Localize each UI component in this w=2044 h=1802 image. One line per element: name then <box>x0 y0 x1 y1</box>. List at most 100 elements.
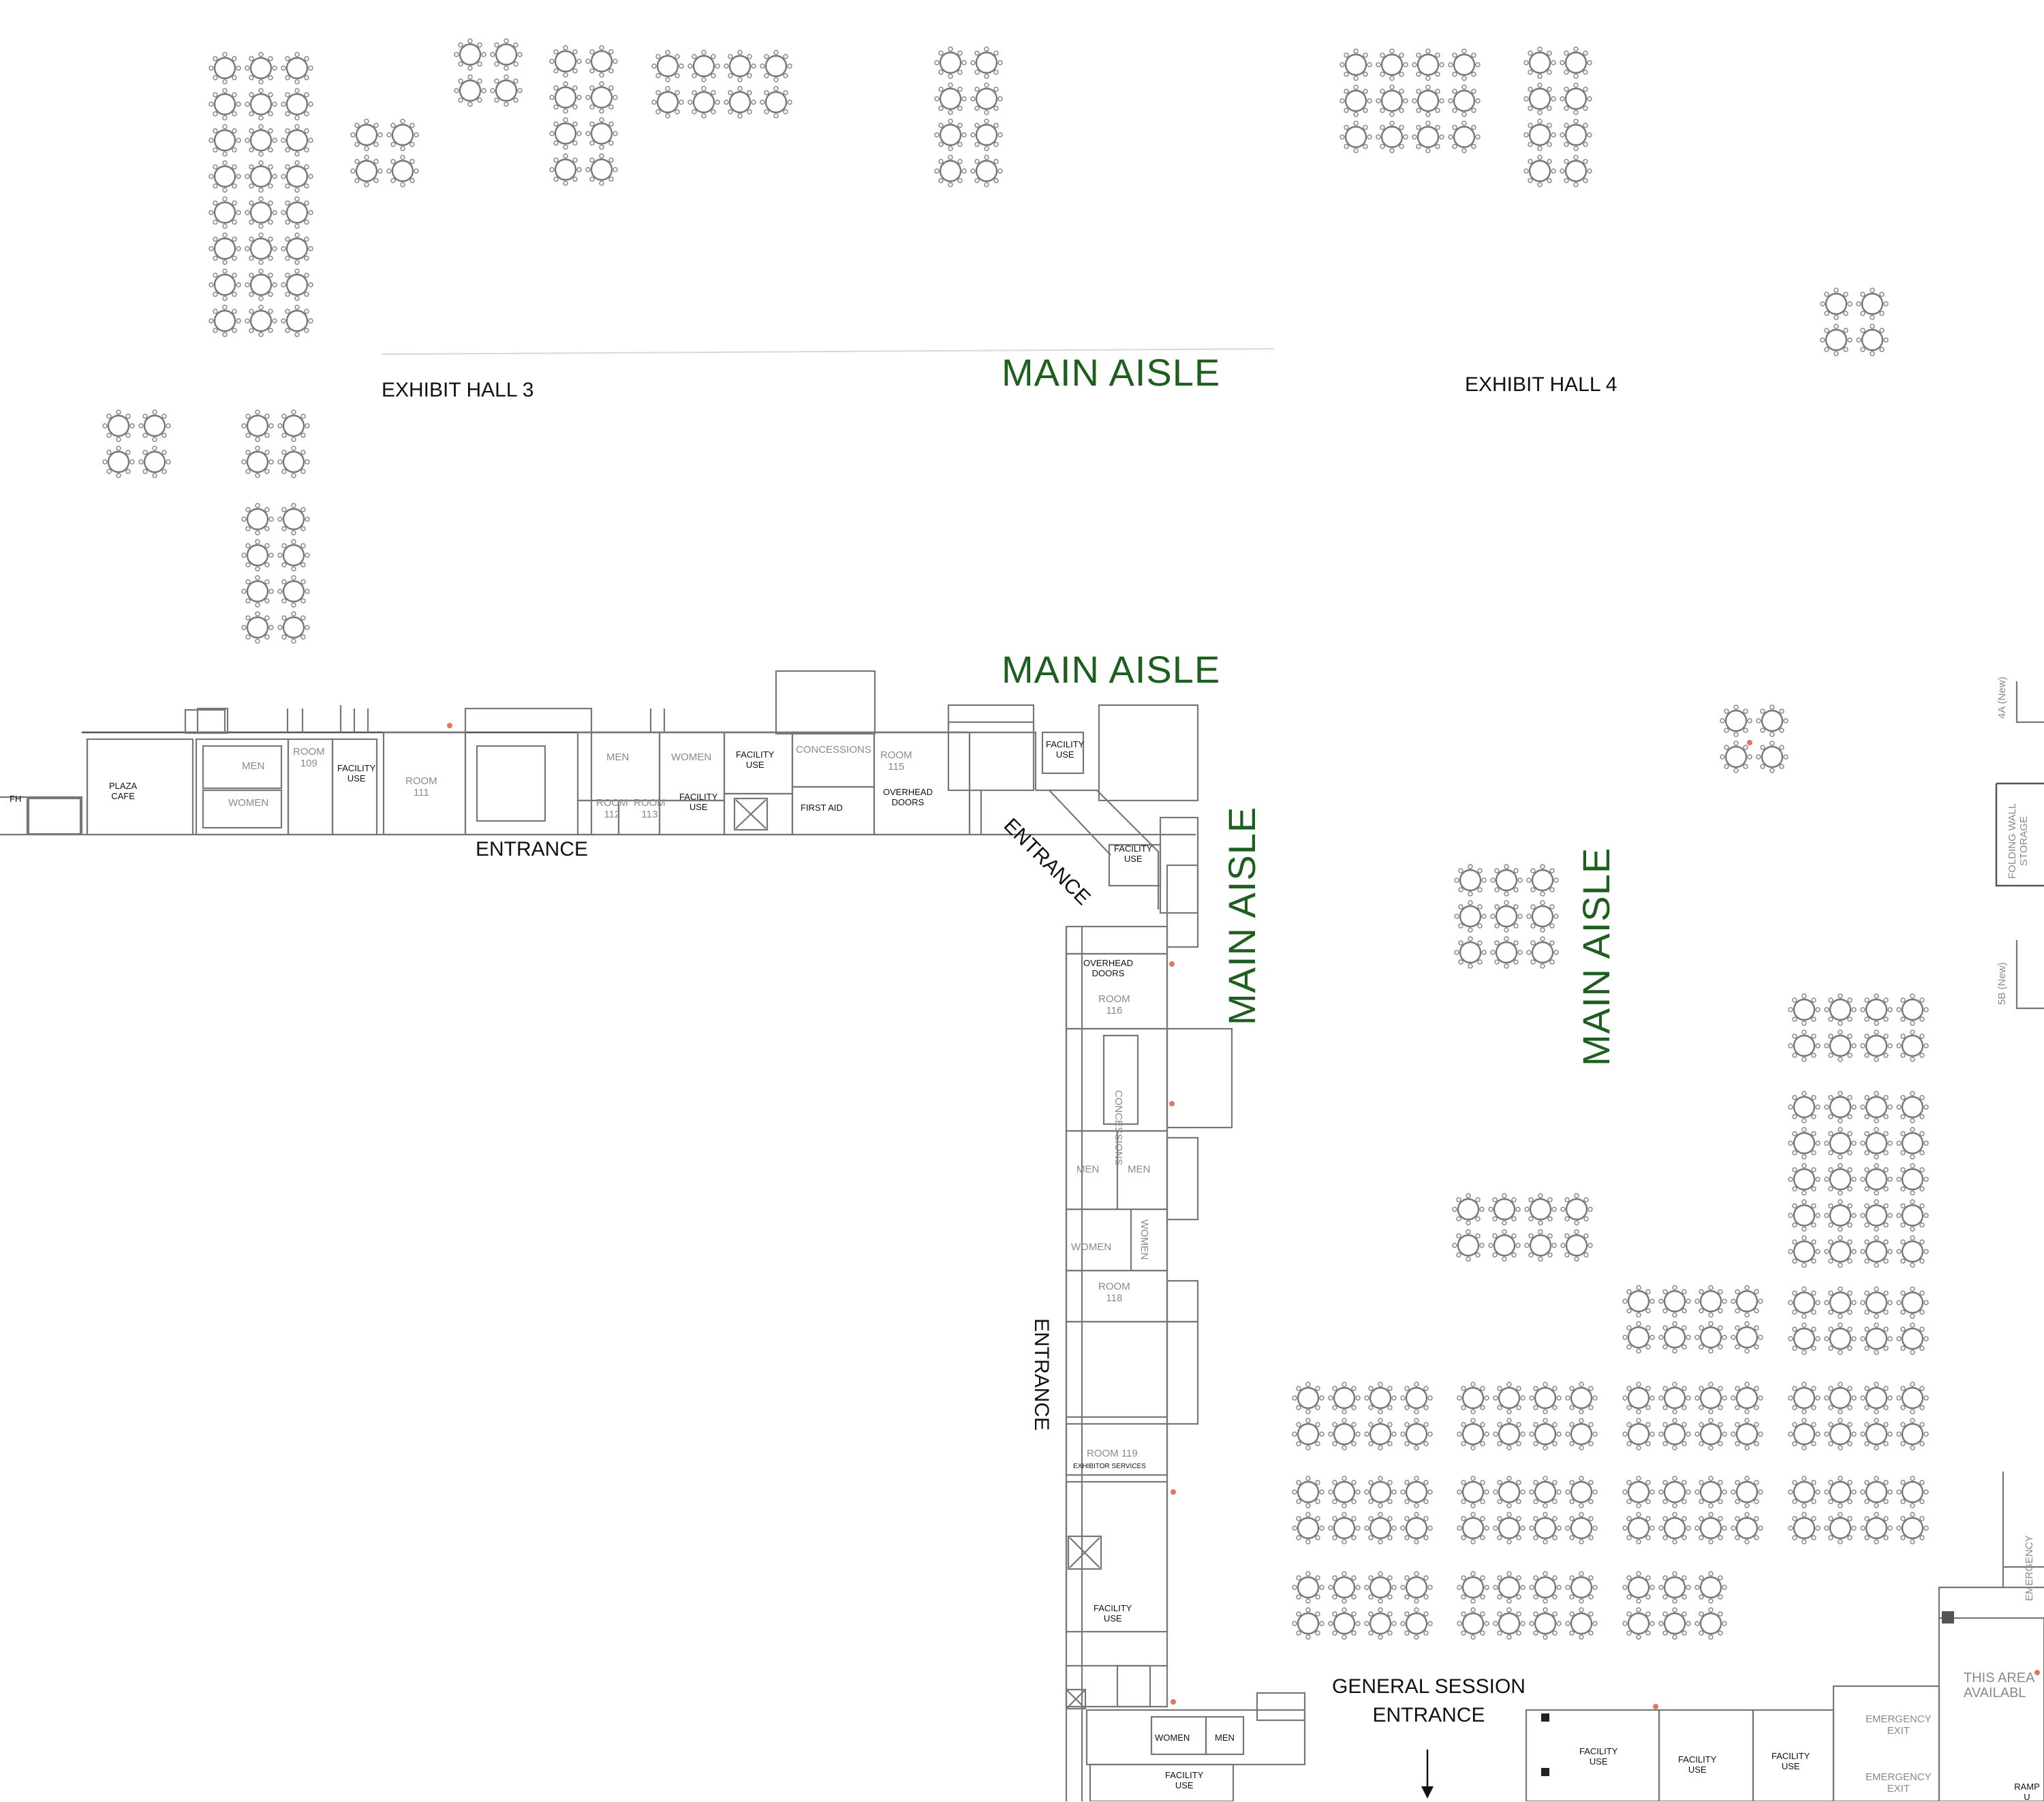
round-table <box>548 44 583 78</box>
facility-d-label: FACILITY USE <box>1046 739 1085 760</box>
room-112-label: ROOM 112 <box>596 797 628 820</box>
facility-g-label: FACILITY USE <box>1165 1770 1204 1790</box>
round-table <box>1560 1192 1594 1226</box>
round-table <box>1559 118 1593 152</box>
round-table <box>1823 1162 1857 1196</box>
round-table <box>1327 1511 1361 1545</box>
round-table <box>1823 1511 1857 1545</box>
round-table <box>1528 1381 1562 1415</box>
women-c-label: WOMEN <box>1071 1241 1112 1253</box>
round-table <box>1526 899 1560 933</box>
round-table <box>1456 1511 1490 1545</box>
round-table <box>1622 1511 1656 1545</box>
facility-c-label: FACILITY USE <box>679 792 718 812</box>
round-table <box>1895 1475 1930 1509</box>
round-table <box>1859 1475 1893 1509</box>
emergency-side-label: EMERGENCY <box>2024 1535 2035 1601</box>
round-table <box>241 409 275 443</box>
round-table <box>1819 287 1853 321</box>
round-table <box>1719 740 1753 774</box>
round-table <box>277 445 311 479</box>
round-table <box>208 51 242 85</box>
round-table <box>1528 1417 1562 1451</box>
fh-label: FH <box>10 794 22 804</box>
round-table <box>208 123 242 157</box>
round-table <box>1787 1381 1821 1415</box>
round-table <box>1411 84 1445 118</box>
round-table <box>280 87 314 121</box>
round-table <box>1327 1606 1361 1641</box>
round-table <box>585 116 619 151</box>
round-table <box>585 80 619 114</box>
round-table <box>1787 1126 1821 1160</box>
round-table <box>1859 1162 1893 1196</box>
round-table <box>1787 1162 1821 1196</box>
facility-f-label: FACILITY USE <box>1094 1603 1132 1624</box>
round-table <box>280 232 314 266</box>
round-table <box>1895 1286 1930 1320</box>
round-table <box>1399 1606 1434 1641</box>
round-table <box>1787 1090 1821 1124</box>
room-113-label: ROOM 113 <box>634 797 666 820</box>
round-table <box>1658 1570 1692 1604</box>
exhibit-hall-4-label: EXHIBIT HALL 4 <box>1465 373 1617 396</box>
round-table <box>280 268 314 302</box>
round-table <box>1755 704 1789 738</box>
round-table <box>1327 1475 1361 1509</box>
round-table <box>1528 1606 1562 1641</box>
round-table <box>1339 84 1373 118</box>
round-table <box>1564 1475 1598 1509</box>
round-table <box>244 159 278 193</box>
round-table <box>1456 1606 1490 1641</box>
round-table <box>1787 1286 1821 1320</box>
round-table <box>1453 935 1487 969</box>
round-table <box>1560 1228 1594 1262</box>
round-table <box>1658 1381 1692 1415</box>
round-table <box>1363 1511 1397 1545</box>
round-table <box>1823 1029 1857 1063</box>
round-table <box>1339 120 1373 154</box>
men-c-label: MEN <box>1077 1164 1100 1175</box>
round-table <box>244 87 278 121</box>
round-table <box>1622 1417 1656 1451</box>
round-table <box>1523 154 1557 188</box>
round-table <box>241 574 275 608</box>
round-table <box>350 118 384 152</box>
round-table <box>280 123 314 157</box>
round-table <box>1859 1029 1893 1063</box>
vertical-corridor-walls <box>1065 864 1306 1801</box>
round-table <box>1523 1192 1558 1226</box>
round-table <box>1694 1475 1728 1509</box>
round-table <box>1453 863 1487 897</box>
round-table <box>1399 1570 1434 1604</box>
concessions-a-label: CONCESSIONS <box>796 744 871 756</box>
round-table <box>244 304 278 338</box>
round-table <box>244 51 278 85</box>
round-table <box>208 87 242 121</box>
round-table <box>244 268 278 302</box>
room-116-label: ROOM 116 <box>1098 993 1130 1016</box>
round-table <box>453 74 487 108</box>
round-table <box>1411 48 1445 82</box>
round-table <box>1564 1511 1598 1545</box>
round-table <box>1895 1198 1930 1232</box>
main-aisle-top-label: MAIN AISLE <box>1002 351 1221 394</box>
round-table <box>1622 1570 1656 1604</box>
facility-h-label: FACILITY USE <box>1579 1746 1618 1767</box>
round-table <box>970 46 1004 80</box>
women-b-label: WOMEN <box>671 751 712 763</box>
round-table <box>1694 1417 1728 1451</box>
round-table <box>1622 1475 1656 1509</box>
round-table <box>1291 1417 1325 1451</box>
round-table <box>453 37 487 72</box>
round-table <box>1859 1417 1893 1451</box>
round-table <box>1823 993 1857 1027</box>
room-109-label: ROOM 109 <box>293 746 325 769</box>
this-area-label: THIS AREA AVAILABL <box>1964 1671 2035 1700</box>
round-table <box>1658 1475 1692 1509</box>
round-table <box>1523 1228 1558 1262</box>
round-table <box>1564 1381 1598 1415</box>
women-d-label: WOMEN <box>1139 1220 1150 1260</box>
round-table <box>1526 935 1560 969</box>
main-aisle-vertical-left-label: MAIN AISLE <box>1220 806 1263 1025</box>
